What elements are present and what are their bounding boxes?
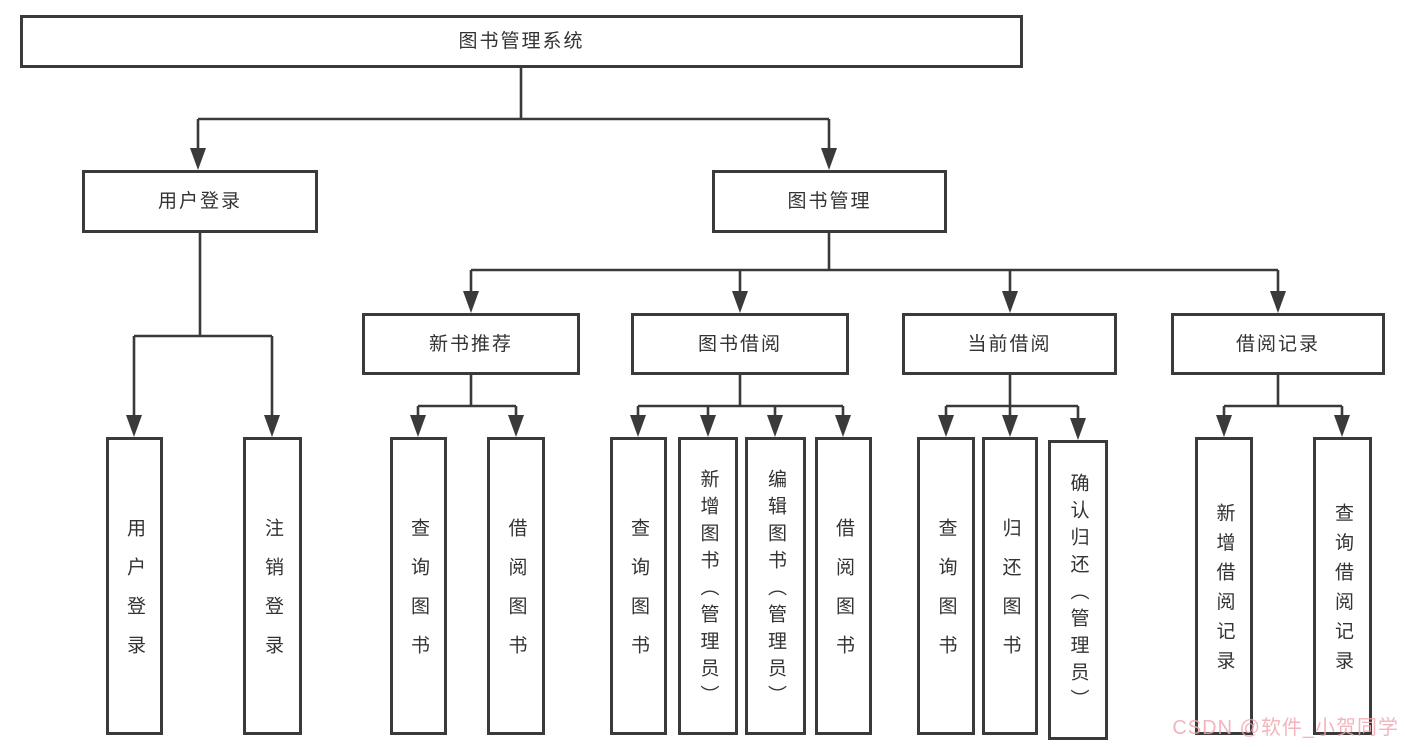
node-label: 图书管理 bbox=[787, 191, 872, 212]
connector-current-to-leaves bbox=[938, 375, 1086, 440]
node-borrow-books-action: 借阅图书 bbox=[815, 437, 872, 735]
node-label: 确认归还（管理员） bbox=[1067, 472, 1089, 716]
node-label: 用户登录 bbox=[157, 191, 242, 212]
node-label: 新书推荐 bbox=[428, 333, 513, 355]
node-confirm-return-admin: 确认归还（管理员） bbox=[1048, 440, 1108, 740]
node-query-books-recommend: 查询图书 bbox=[390, 437, 447, 735]
node-user-login-group: 用户登录 bbox=[82, 170, 318, 233]
node-label: 编辑图书（管理员） bbox=[765, 468, 786, 712]
connector-borrowing-to-leaves bbox=[630, 375, 851, 437]
node-label: 借阅图书 bbox=[505, 518, 527, 674]
node-book-management: 图书管理 bbox=[712, 170, 947, 233]
node-label: 查询图书 bbox=[935, 518, 957, 674]
node-add-books-admin: 新增图书（管理员） bbox=[678, 437, 738, 735]
node-label: 当前借阅 bbox=[967, 333, 1052, 355]
connector-login-to-leaves bbox=[126, 233, 280, 437]
node-user-login-action: 用户登录 bbox=[106, 437, 163, 735]
node-label: 注销登录 bbox=[262, 518, 283, 674]
node-label: 查询图书 bbox=[408, 518, 429, 674]
node-label: 借阅记录 bbox=[1235, 333, 1320, 355]
node-current-borrowing: 当前借阅 bbox=[902, 313, 1117, 375]
node-label: 新增借阅记录 bbox=[1213, 502, 1235, 680]
node-library-system: 图书管理系统 bbox=[20, 15, 1023, 68]
node-logout-action: 注销登录 bbox=[243, 437, 302, 735]
node-label: 查询图书 bbox=[628, 518, 649, 674]
node-new-book-recommend: 新书推荐 bbox=[362, 313, 580, 375]
node-query-books-current: 查询图书 bbox=[917, 437, 975, 735]
node-edit-books-admin: 编辑图书（管理员） bbox=[745, 437, 806, 735]
node-label: 新增图书（管理员） bbox=[697, 468, 719, 712]
node-label: 查询借阅记录 bbox=[1332, 502, 1353, 680]
node-add-borrow-record: 新增借阅记录 bbox=[1195, 437, 1253, 735]
node-label: 归还图书 bbox=[999, 518, 1021, 674]
connector-mgmt-to-level3 bbox=[463, 233, 1286, 313]
connector-newbook-to-leaves bbox=[410, 375, 524, 437]
connector-root-to-level2 bbox=[190, 68, 837, 170]
node-label: 用户登录 bbox=[124, 518, 145, 674]
node-query-borrow-record: 查询借阅记录 bbox=[1313, 437, 1372, 735]
node-label: 借阅图书 bbox=[833, 518, 854, 674]
node-label: 图书借阅 bbox=[697, 333, 782, 355]
node-borrow-books-recommend: 借阅图书 bbox=[487, 437, 545, 735]
connector-records-to-leaves bbox=[1216, 375, 1350, 437]
node-return-books: 归还图书 bbox=[982, 437, 1038, 735]
node-label: 图书管理系统 bbox=[458, 31, 585, 52]
node-book-borrowing: 图书借阅 bbox=[631, 313, 849, 375]
node-query-books-borrowing: 查询图书 bbox=[610, 437, 667, 735]
node-borrowing-records: 借阅记录 bbox=[1171, 313, 1385, 375]
